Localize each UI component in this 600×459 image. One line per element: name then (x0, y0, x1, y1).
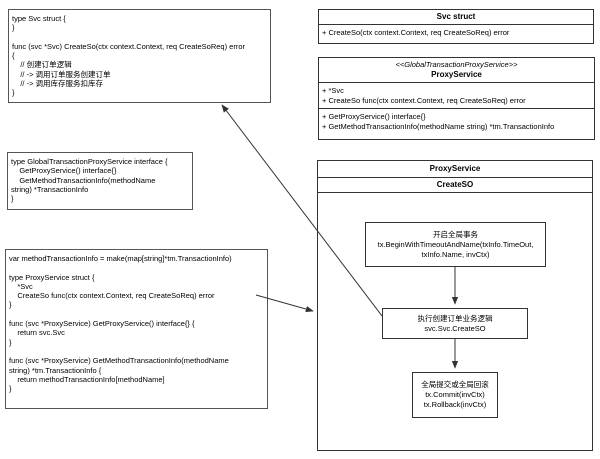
uml-method: + GetProxyService() interface{} (322, 112, 426, 121)
uml-method: + GetMethodTransactionInfo(methodName st… (322, 121, 555, 131)
uml-class-proxy-service-methods: + GetProxyService() interface{} + GetMet… (319, 109, 594, 134)
flow-node-commit-label: 全局提交或全局回滚 tx.Commit(invCtx) tx.Rollback(… (421, 380, 489, 409)
code-block-proxy-implementation: var methodTransactionInfo = make(map[str… (5, 249, 268, 409)
uml-class-proxy-service-fields: + *Svc + CreateSo func(ctx context.Conte… (319, 83, 594, 109)
uml-class-svc-struct-title: Svc struct (319, 10, 593, 25)
uml-field: + *Svc (322, 86, 344, 95)
code-text-proxy-implementation: var methodTransactionInfo = make(map[str… (9, 254, 232, 394)
flow-node-execute-business-logic: 执行创建订单业务逻辑 svc.Svc.CreateSO (382, 308, 528, 339)
code-block-interface-definition: type GlobalTransactionProxyService inter… (7, 152, 193, 210)
uml-class-proxy-service: <<GlobalTransactionProxyService>> ProxyS… (318, 57, 595, 140)
code-block-svc-implementation: type Svc struct { } func (svc *Svc) Crea… (8, 9, 271, 103)
flow-node-execute-label: 执行创建订单业务逻辑 svc.Svc.CreateSO (417, 313, 493, 333)
flow-node-commit-or-rollback: 全局提交或全局回滚 tx.Commit(invCtx) tx.Rollback(… (412, 372, 498, 418)
uml-class-svc-struct: Svc struct + CreateSo(ctx context.Contex… (318, 9, 594, 44)
uml-class-svc-struct-members: + CreateSo(ctx context.Context, req Crea… (319, 25, 593, 41)
code-text-svc-implementation: type Svc struct { } func (svc *Svc) Crea… (12, 14, 246, 98)
uml-stereotype-label: <<GlobalTransactionProxyService>> (395, 60, 518, 69)
flow-node-begin-label: 开启全局事务 tx.BeginWithTimeoutAndName(txInfo… (377, 229, 534, 259)
flow-container-title: ProxyService (318, 161, 592, 178)
flow-node-begin-global-transaction: 开启全局事务 tx.BeginWithTimeoutAndName(txInfo… (365, 222, 546, 267)
uml-field: + CreateSo func(ctx context.Context, req… (322, 95, 526, 105)
uml-class-proxy-service-name: ProxyService (431, 70, 482, 79)
uml-member: + CreateSo(ctx context.Context, req Crea… (322, 28, 510, 37)
uml-class-proxy-service-title: <<GlobalTransactionProxyService>> ProxyS… (319, 58, 594, 83)
flow-container-subtitle: CreateSO (318, 178, 592, 193)
code-text-interface-definition: type GlobalTransactionProxyService inter… (11, 157, 168, 204)
